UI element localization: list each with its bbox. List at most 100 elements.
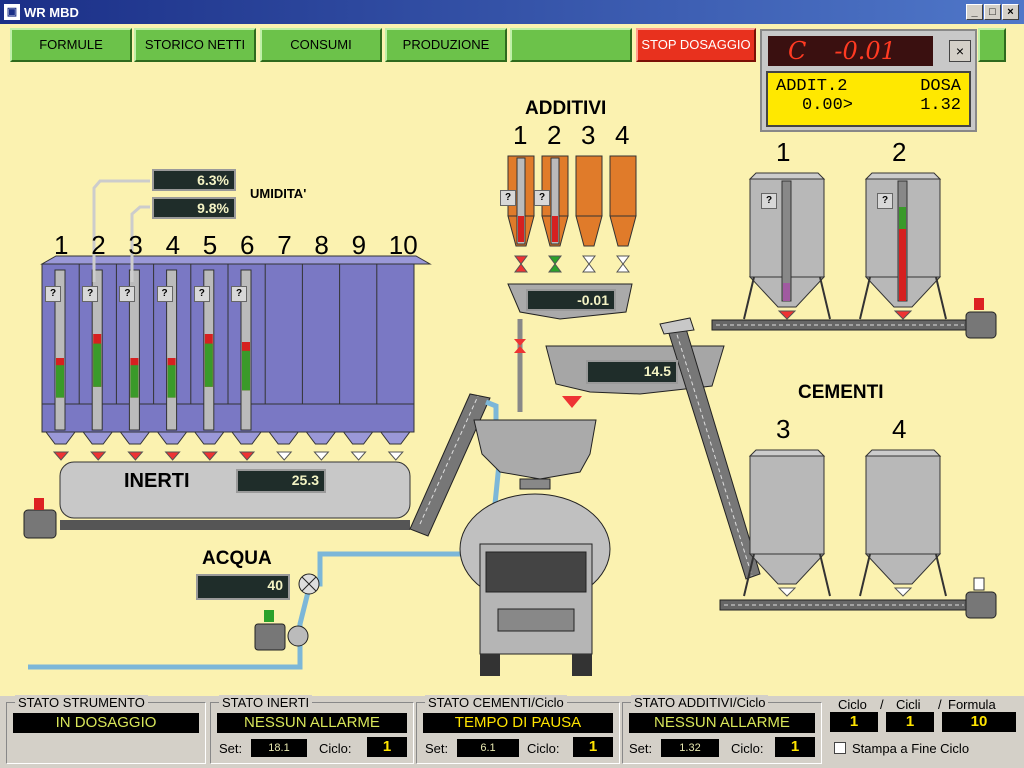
humidity-readout-1: 6.3% xyxy=(152,169,236,191)
formule-button[interactable]: FORMULE xyxy=(10,28,132,62)
additivi-label: ADDITIVI xyxy=(525,98,607,119)
bin-level-fill xyxy=(204,343,213,387)
formula-header: Formula xyxy=(948,697,996,712)
cement-motor-top xyxy=(965,311,997,339)
additive-info-icon: ? xyxy=(534,190,550,206)
additive-valve xyxy=(514,255,528,265)
stato-inerti-group: STATO INERTI NESSUN ALLARME Set: 18.1 Ci… xyxy=(210,695,414,764)
bin-hopper xyxy=(379,431,411,445)
bin-gate xyxy=(201,451,218,461)
additive-info-icon: ? xyxy=(500,190,516,206)
cement-silo-number: 2 xyxy=(892,137,907,167)
inerti-weight-readout: 25.3 xyxy=(236,469,326,493)
additivi-ciclo-label: Ciclo: xyxy=(731,741,764,756)
bin-gate xyxy=(238,451,256,461)
bin-info-icon: ? xyxy=(156,286,173,302)
ciclo-header: Ciclo xyxy=(838,697,867,712)
bin-hopper xyxy=(119,431,151,445)
bin-hopper xyxy=(193,431,225,445)
dosing-close-button[interactable]: × xyxy=(949,40,971,62)
cement-motor-bottom xyxy=(965,591,997,619)
bin-info-icon: ? xyxy=(231,286,247,302)
storico-netti-button[interactable]: STORICO NETTI xyxy=(134,28,256,62)
dosing-code: C xyxy=(788,37,807,65)
bin-gate xyxy=(127,451,144,461)
bin-info-icon: ? xyxy=(193,286,210,302)
stato-additivi-title: STATO ADDITIVI/Ciclo xyxy=(631,695,769,710)
bin-gate xyxy=(350,451,367,461)
close-button[interactable]: × xyxy=(1002,4,1019,20)
produzione-button[interactable]: PRODUZIONE xyxy=(385,28,507,62)
minimize-button[interactable]: _ xyxy=(966,4,983,20)
bin-hopper xyxy=(268,431,300,445)
stampa-label: Stampa a Fine Ciclo xyxy=(852,741,970,756)
cement-info-icon: ? xyxy=(877,193,893,209)
inerti-ciclo-value: 1 xyxy=(367,737,407,757)
title-bar: ▣ WR MBD _ □ × xyxy=(0,0,1024,24)
cementi-ciclo-label: Ciclo: xyxy=(527,741,560,756)
bin-number: 5 xyxy=(202,230,218,260)
dosing-value: -0.01 xyxy=(834,37,896,65)
cement-silo xyxy=(749,455,825,555)
cement-gate xyxy=(893,310,913,320)
dosing-current: 0.00> xyxy=(802,96,854,115)
bin-number: 9 xyxy=(351,230,367,260)
bin-gate xyxy=(164,451,181,461)
additive-valve xyxy=(548,255,562,265)
bin-number: 2 xyxy=(91,230,106,260)
cement-silo-number: 4 xyxy=(892,414,907,444)
bin-gate xyxy=(90,451,107,461)
cement-silo xyxy=(865,455,941,555)
ciclo-separator-1: / xyxy=(880,697,884,712)
bin-hopper xyxy=(45,431,76,445)
bin-level-fill xyxy=(56,365,64,398)
stop-dosaggio-button[interactable]: STOP DOSAGGIO xyxy=(636,28,756,62)
cementi-set-label: Set: xyxy=(425,741,449,756)
app-icon: ▣ xyxy=(4,4,20,20)
water-pump-motor xyxy=(254,623,286,651)
bin-gate xyxy=(387,451,404,461)
cement-gate xyxy=(777,310,797,320)
bin-number: 10 xyxy=(388,230,418,260)
bin-number: 1 xyxy=(54,230,69,260)
dosing-item: ADDIT.2 xyxy=(776,77,848,96)
stato-cementi-group: STATO CEMENTI/Ciclo TEMPO DI PAUSA Set: … xyxy=(416,695,620,764)
cement-silo-number: 3 xyxy=(776,414,791,444)
bin-level-fill xyxy=(130,365,139,398)
stato-strumento-value: IN DOSAGGIO xyxy=(13,713,199,733)
bin-number: 3 xyxy=(128,230,143,260)
additive-number: 1 xyxy=(513,120,528,150)
dosing-led-display: C -0.01 xyxy=(768,36,933,66)
stato-cementi-title: STATO CEMENTI/Ciclo xyxy=(425,695,567,710)
inerti-label: INERTI xyxy=(124,470,190,492)
stato-additivi-value: NESSUN ALLARME xyxy=(629,713,815,733)
additive-valve xyxy=(616,255,630,265)
inerti-weigh-belt xyxy=(59,461,411,519)
cementi-set-value: 6.1 xyxy=(457,739,519,757)
humidity-readout-2: 9.8% xyxy=(152,197,236,219)
additive-number: 2 xyxy=(547,120,562,150)
ciclo-separator-2: / xyxy=(938,697,942,712)
stato-strumento-group: STATO STRUMENTO IN DOSAGGIO xyxy=(6,695,206,764)
window-title: WR MBD xyxy=(24,5,79,20)
stato-strumento-title: STATO STRUMENTO xyxy=(15,695,148,710)
dosing-state: DOSA xyxy=(920,77,961,96)
additive-number: 4 xyxy=(615,120,630,150)
cement-gate xyxy=(893,587,913,597)
cicli-group: Ciclo / Cicli / Formula 1 1 10 Stampa a … xyxy=(826,696,1022,768)
umidita-label: UMIDITA' xyxy=(250,186,307,201)
maximize-button[interactable]: □ xyxy=(984,4,1001,20)
cementi-weight-readout: 14.5 xyxy=(586,360,678,384)
bin-level-fill xyxy=(242,350,250,391)
bin-number: 7 xyxy=(277,230,292,260)
ciclo-value: 1 xyxy=(830,712,878,732)
bin-hopper xyxy=(342,431,374,445)
extra-toolbar-button[interactable] xyxy=(978,28,1006,62)
cement-silo-number: 1 xyxy=(776,137,791,167)
additivi-ciclo-value: 1 xyxy=(775,737,815,757)
consumi-button[interactable]: CONSUMI xyxy=(260,28,382,62)
stampa-checkbox[interactable] xyxy=(834,742,846,754)
empty-toolbar-button[interactable] xyxy=(510,28,632,62)
bin-level-fill xyxy=(167,365,176,398)
